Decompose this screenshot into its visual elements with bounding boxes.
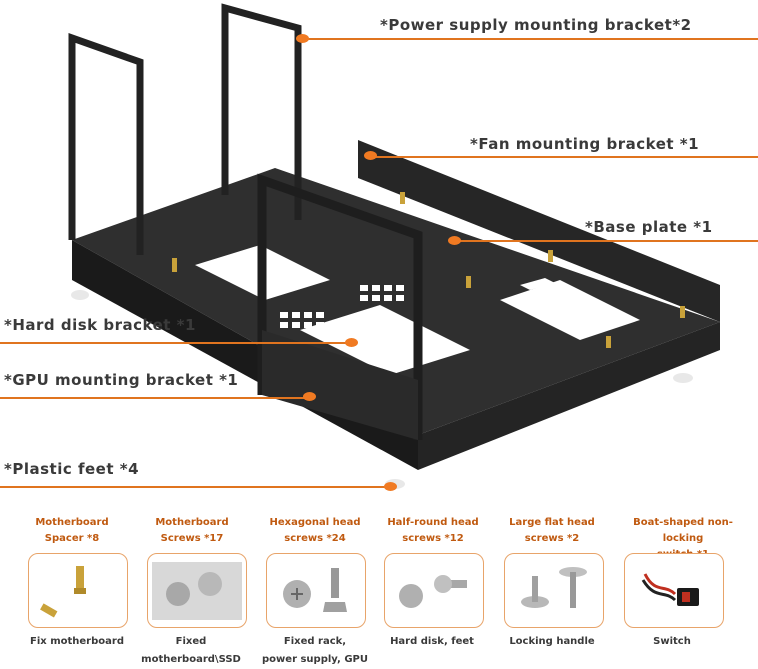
gpu-callout: *GPU mounting bracket *1 (4, 371, 239, 389)
accessory-desc-6: Switch (653, 636, 691, 647)
gpu-dot (303, 392, 316, 401)
hard-disk-callout: *Hard disk bracket *1 (4, 316, 196, 334)
fan-leader-line (370, 156, 758, 158)
base-plate-callout: *Base plate *1 (585, 218, 713, 236)
accessory-image-6 (624, 553, 724, 628)
power-supply-dot (296, 34, 309, 43)
base-plate-dot (448, 236, 461, 245)
accessory-image-1 (28, 553, 128, 628)
accessory-desc-3: Fixed rack,power supply, GPU (262, 636, 368, 665)
feet-leader-line (0, 486, 390, 488)
accessory-image-3 (266, 553, 366, 628)
gpu-leader-line (0, 397, 308, 399)
hard-disk-leader-line (0, 342, 350, 344)
feet-dot (384, 482, 397, 491)
base-plate-shape (72, 168, 720, 435)
power-supply-leader-line (300, 38, 758, 40)
accessory-desc-1: Fix motherboard (30, 636, 124, 647)
base-plate-leader-line (455, 240, 758, 242)
power-supply-callout: *Power supply mounting bracket*2 (380, 16, 692, 34)
accessory-image-4 (384, 553, 484, 628)
feet-callout: *Plastic feet *4 (4, 460, 140, 478)
fan-dot (364, 151, 377, 160)
open-frame-case-illustration (68, 3, 720, 489)
accessory-desc-5: Locking handle (509, 636, 595, 647)
accessory-desc-4: Hard disk, feet (390, 636, 474, 647)
accessory-image-2 (147, 553, 247, 628)
accessory-image-5 (504, 553, 604, 628)
fan-callout: *Fan mounting bracket *1 (470, 135, 700, 153)
hard-disk-dot (345, 338, 358, 347)
